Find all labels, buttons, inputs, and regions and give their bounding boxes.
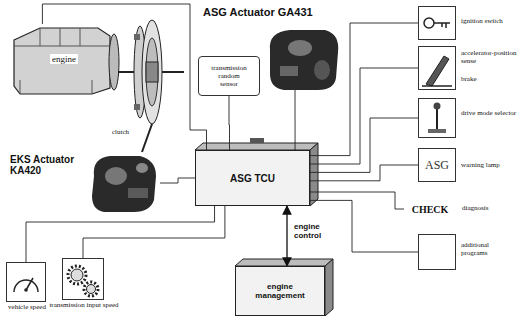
eks-actuator-drawing bbox=[92, 156, 156, 212]
signal-wire bbox=[295, 90, 296, 150]
engine-management-box: engine management bbox=[235, 266, 325, 316]
sensor-label: transmission input speed bbox=[49, 301, 119, 309]
lamp-box: ASGwarning lamp bbox=[418, 148, 456, 182]
engine-management-housing bbox=[235, 259, 333, 316]
ignition-key-icon bbox=[434, 23, 450, 28]
clutch-drawing bbox=[142, 124, 152, 152]
signal-wire bbox=[310, 68, 418, 164]
control-unit-label: ASG TCU bbox=[230, 173, 275, 184]
engine-drawing bbox=[14, 28, 110, 94]
control-unit-box: ASG TCU bbox=[195, 150, 310, 206]
asg-actuator-drawing bbox=[314, 60, 330, 80]
output-label: additional programs bbox=[461, 241, 517, 257]
speedometer-icon bbox=[24, 288, 28, 292]
engine-drawing bbox=[14, 28, 110, 94]
selector-lever-icon bbox=[428, 129, 446, 133]
eks-actuator-drawing bbox=[128, 188, 148, 198]
tcu-housing bbox=[195, 138, 318, 206]
sensor-box: vehicle speed bbox=[6, 262, 46, 302]
gears-icon bbox=[71, 269, 83, 281]
pedal-icon bbox=[422, 56, 452, 86]
tcu-housing bbox=[195, 143, 318, 150]
sensor-box: transmission input speed bbox=[62, 258, 104, 300]
signal-wire bbox=[42, 4, 206, 150]
engine-management-housing bbox=[235, 259, 333, 266]
input-box: drive mode selector bbox=[418, 98, 456, 138]
sensor-box: transmission random sensor bbox=[198, 56, 260, 96]
clutch-drawing bbox=[134, 104, 140, 110]
input-label: accelerator-position sense bbox=[461, 49, 517, 65]
selector-lever-icon bbox=[428, 103, 446, 134]
selector-lever-icon bbox=[434, 103, 441, 110]
asg-actuator-drawing bbox=[280, 66, 298, 76]
actuator-heading: ASG Actuator GA431 bbox=[203, 6, 313, 18]
gears-icon bbox=[68, 266, 86, 284]
output-label: diagnosis bbox=[462, 204, 518, 212]
gears-icon bbox=[68, 266, 98, 296]
signal-wire bbox=[310, 165, 418, 181]
signal-wire bbox=[229, 96, 231, 150]
part-label: clutch bbox=[112, 128, 129, 136]
pedal-icon bbox=[426, 56, 449, 86]
asg-actuator-drawing bbox=[270, 30, 338, 90]
actuator-heading: EKS Actuator KA420 bbox=[10, 154, 84, 176]
signal-wire bbox=[310, 118, 418, 172]
eks-actuator-drawing bbox=[105, 167, 127, 185]
signal-wire bbox=[310, 23, 418, 156]
eks-actuator-drawing bbox=[136, 163, 148, 173]
input-box: accelerator-position sensebrake bbox=[418, 46, 456, 90]
gears-icon bbox=[84, 282, 98, 296]
clutch-drawing bbox=[146, 62, 158, 82]
gears-icon bbox=[87, 285, 96, 294]
selector-lever-icon bbox=[436, 109, 438, 130]
signal-arrow bbox=[286, 206, 287, 266]
signal-wire bbox=[160, 178, 195, 183]
asg-actuator-drawing bbox=[270, 30, 338, 90]
actuator-node: ASG Actuator GA431 bbox=[265, 28, 340, 90]
ignition-key-icon bbox=[424, 18, 450, 28]
speedometer-icon bbox=[26, 278, 33, 290]
speedometer-icon bbox=[14, 280, 38, 292]
signal-wire bbox=[26, 206, 215, 262]
lamp-text: ASG bbox=[425, 158, 449, 173]
engine-node: engine bbox=[10, 24, 118, 94]
ignition-key-icon bbox=[424, 18, 434, 28]
engine-management-housing bbox=[325, 259, 333, 316]
pedal-icon bbox=[422, 85, 452, 87]
clutch-drawing bbox=[146, 38, 158, 106]
engine-management-label: engine management bbox=[255, 282, 304, 300]
clutch-drawing bbox=[142, 20, 162, 124]
actuator-node: EKS Actuator KA420 bbox=[88, 152, 160, 214]
engine-label: engine bbox=[50, 54, 78, 64]
asg-actuator-drawing bbox=[288, 40, 312, 56]
engine-drawing bbox=[109, 34, 119, 90]
input-label: brake bbox=[461, 75, 517, 83]
output-label: warning lamp bbox=[461, 161, 517, 169]
eks-actuator-drawing bbox=[92, 156, 156, 212]
diagnosis-text: CHECK bbox=[412, 204, 449, 215]
program-box: additional programs bbox=[418, 234, 456, 270]
input-box: ignition switch bbox=[418, 6, 456, 40]
signal-wire bbox=[83, 206, 225, 258]
diagnosis-node: CHECKdiagnosis bbox=[404, 198, 456, 220]
sensor-label: transmission random sensor bbox=[211, 64, 246, 88]
clutch-drawing bbox=[134, 34, 140, 40]
sensor-label: vehicle speed bbox=[3, 303, 51, 311]
tcu-housing bbox=[250, 138, 264, 143]
engine-drawing bbox=[14, 28, 119, 94]
tcu-housing bbox=[310, 143, 318, 206]
signal-label: engine control bbox=[294, 222, 330, 240]
speedometer-icon bbox=[14, 278, 38, 292]
input-label: ignition switch bbox=[461, 17, 517, 25]
input-label: drive mode selector bbox=[461, 109, 517, 117]
